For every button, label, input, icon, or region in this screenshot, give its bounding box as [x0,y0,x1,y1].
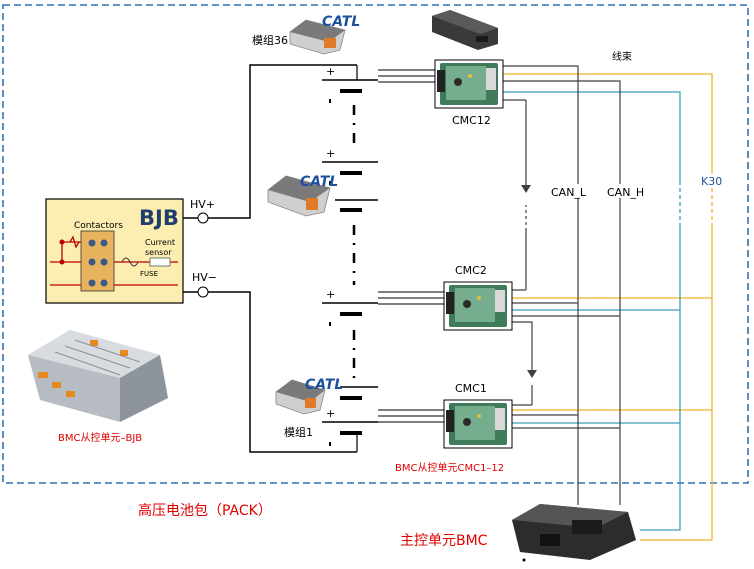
cmc12-board [434,59,504,109]
bjb-photo [28,330,168,422]
module-1-label: 模组1 [284,425,313,439]
plus-sign: + [326,288,335,301]
cmc2-board [443,281,513,331]
cmc-housing-image [432,10,498,50]
module-36-image [289,19,346,55]
can-l-label: CAN_L [551,186,587,199]
module-mid-image [267,175,331,217]
cmc1-board [443,399,513,449]
cmc-caption: BMC从控单元CMC1–12 [395,461,504,474]
k30-wiring [500,73,713,541]
wire-harness-label: 线束 [612,50,632,63]
current-sensor-label: Current [145,238,175,247]
k30-label-bg [699,174,727,188]
can-bus-wiring [500,65,621,505]
current-sensor-label: sensor [145,248,172,257]
hv-plus-label: HV+ [190,198,215,211]
cell-polarity-marks: + + + + [326,65,335,420]
bmc-master-image [512,504,636,562]
bjb-caption: BMC从控单元–BJB [58,431,142,444]
hv-minus-label: HV− [192,271,217,284]
pack-title: 高压电池包（PACK） [138,502,272,519]
sense-wires [378,69,448,423]
can-l-label-bg [549,184,591,198]
chain-arrow-2 [527,370,537,378]
plus-sign: + [326,65,335,78]
catl-logo: CATL [322,14,360,30]
bjb-logo: BJB [139,206,179,230]
chain-arrow-1 [521,185,531,193]
contactors-label: Contactors [74,221,123,231]
pack-boundary [2,4,749,484]
cmc1-label: CMC1 [455,382,487,395]
catl-logo: CATL [305,377,343,393]
module-1-image [275,379,326,415]
can-h-label-bg [604,184,652,198]
cell-stack [183,64,378,453]
cmc12-label: CMC12 [452,114,491,127]
fuse-label: FUSE [140,270,158,278]
cell-minus-marks [329,99,331,446]
cmc2-label: CMC2 [455,264,487,277]
hv-minus-terminal [197,286,209,298]
module-36-label: 模组36 [252,33,288,47]
bmc-master-label: 主控单元BMC [400,533,488,549]
teal-wiring [500,91,681,531]
catl-logo: CATL [300,174,338,190]
hv-plus-terminal [197,212,209,224]
can-h-label: CAN_H [607,186,644,199]
k30-label: K30 [701,175,722,188]
plus-sign: + [326,407,335,420]
plus-sign: + [326,147,335,160]
bjb-box [45,198,184,304]
